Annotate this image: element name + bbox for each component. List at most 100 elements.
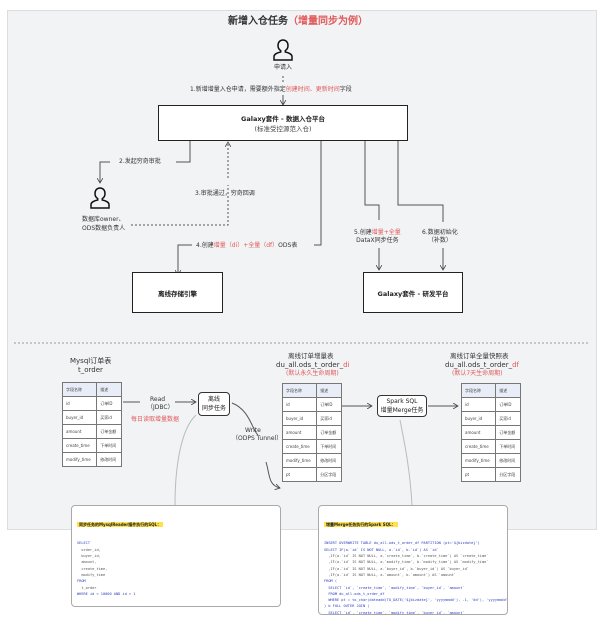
sql1-code: SELECT order_id, buyer_id, amount, creat… [77, 540, 275, 597]
read-note: 每日读取增量数据 [131, 416, 180, 423]
mysql-reader-sql-box: 同步任务的MysqlReader插件执行的SQL： SELECT order_i… [71, 505, 281, 607]
df-name-suffix: df [512, 361, 519, 369]
column-header: 描述 [96, 382, 122, 397]
table-header-row: 字段名称描述 [460, 383, 521, 398]
platform-title: Galaxy套件 - 数据入仓平台 [241, 115, 325, 123]
step5-highlight: 增量+全量 [371, 229, 401, 236]
code-line: INSERT OVERWRITE TABLE du_all.ods_t_orde… [324, 541, 480, 546]
step6-label: 6.数据初始化 （补数） [422, 229, 458, 245]
step5-line2: DataX同步任务 [356, 237, 399, 244]
owner-label-1: 数据库owner、 [82, 216, 125, 223]
field-name: amount [61, 424, 98, 439]
field-name: id [460, 397, 497, 412]
field-name: amount [460, 425, 497, 440]
table-header-row: 字段名称描述 [281, 383, 342, 398]
field-name: buyer_id [460, 411, 497, 426]
di-table-note: (默认永久生命周期) [286, 370, 339, 377]
code-line: ,IF(a.`id` IS NOT NULL, a.`buyer_id`, b.… [324, 566, 469, 571]
step4-prefix: 4.创建 [196, 242, 214, 249]
spark-line1: Spark SQL [386, 398, 418, 405]
field-name: pt [460, 467, 497, 482]
column-header: 描述 [495, 383, 521, 398]
title-main: 新增入仓任务 [228, 16, 288, 27]
field-name: modify_time [281, 453, 318, 468]
offline-sync-task-box: 离线 同步任务 [198, 392, 230, 416]
step5-label: 5.创建增量+全量 DataX同步任务 [354, 229, 401, 245]
df-table-note: (默认7天生命周期) [452, 370, 503, 377]
field-name: id [281, 397, 318, 412]
step1-suffix: 字段 [339, 86, 352, 93]
table-header-row: 字段名称描述 [61, 382, 122, 397]
field-description: 订单ID [316, 397, 342, 412]
column-header: 描述 [316, 383, 342, 398]
column-header: 字段名称 [281, 383, 318, 398]
field-description: 订单ID [96, 396, 122, 411]
write-sub: （ODPS Tunnel） [232, 435, 283, 442]
df-name-prefix: du_all.ods_t_order_ [445, 361, 513, 369]
applicant-person-icon [271, 38, 295, 66]
code-line: ) b FULL OUTER JOIN ( [324, 604, 370, 609]
step6-line1: 6.数据初始化 [422, 229, 458, 236]
step4-incremental: 增量（di） [213, 242, 244, 249]
code-line: ,IF(a.`id` IS NOT NULL, a.`modify_time`,… [324, 560, 489, 565]
field-description: 订单金额 [316, 425, 342, 440]
field-description: 修改时间 [96, 452, 122, 467]
code-line: SELECT `id`, `create_time`, `modify_time… [324, 585, 465, 590]
field-description: 订单金额 [96, 424, 122, 439]
data-ingestion-platform-box: Galaxy套件 - 数据入仓平台 (标准受控源范入仓) [158, 105, 408, 141]
diagram-title: 新增入仓任务（增量同步为例） [228, 16, 368, 27]
title-highlight: （增量同步为例） [288, 16, 368, 27]
step4-plus: + [243, 242, 249, 249]
di-table-title: 离线订单增量表 [288, 352, 334, 360]
mysql-title: Mysql订单表 [70, 357, 112, 365]
owner-person-icon [88, 186, 112, 214]
field-description: 分区字段 [495, 467, 521, 482]
field-name: pt [281, 467, 318, 482]
code-line: WHERE pt = to_char(dateadd(TO_DATE('${bi… [324, 598, 508, 603]
step4-full: 全量（df） [248, 242, 279, 249]
code-line: WHERE id > 10000 AND id < 1 [77, 591, 136, 596]
spark-merge-task-box: Spark SQL 增量Merge任务 [377, 395, 427, 417]
field-description: 分区字段 [316, 467, 342, 482]
spark-merge-sql-box: 增量Merge任务执行的Spark SQL： INSERT OVERWRITE … [318, 505, 508, 615]
field-name: buyer_id [61, 410, 98, 425]
sql1-header: 同步任务的MysqlReader插件执行的SQL： [77, 521, 164, 527]
field-name: modify_time [61, 452, 98, 467]
field-description: 买家id [495, 411, 521, 426]
code-line: create_time, [77, 566, 108, 571]
code-line: SELECT IF(a.`id` IS NOT NULL, a.`id`, b.… [324, 547, 439, 552]
code-line: buyer_id, [77, 554, 101, 559]
owner-label-2: ODS数据负责人 [82, 225, 126, 232]
di-name-prefix: du_all.ods_t_order_ [276, 361, 344, 369]
field-name: create_time [281, 439, 318, 454]
dev-platform-box: Galaxy套件 - 研发平台 [363, 272, 463, 313]
field-description: 修改时间 [316, 453, 342, 468]
step1-highlight: 创建时间、更新时间 [285, 86, 340, 93]
code-line: ,IF(a.`id` IS NOT NULL, a.`create_time`,… [324, 554, 489, 559]
field-name: amount [281, 425, 318, 440]
step4-suffix: ODS表 [278, 242, 298, 249]
sync-task-line2: 同步任务 [201, 405, 226, 412]
dev-box-label: Galaxy套件 - 研发平台 [377, 289, 449, 298]
field-name: create_time [61, 438, 98, 453]
code-line: SELECT [77, 541, 90, 546]
sql2-code: INSERT OVERWRITE TABLE du_all.ods_t_orde… [324, 540, 508, 614]
step3-label: 3.审批通过，穷奇回调 [195, 190, 255, 197]
step1-label: 1.新增增量入仓申请，需要额外指定创建时间、更新时间字段 [190, 86, 352, 94]
write-label: Write [245, 427, 261, 434]
step2-label: 2.发起穷奇审批 [119, 158, 161, 165]
